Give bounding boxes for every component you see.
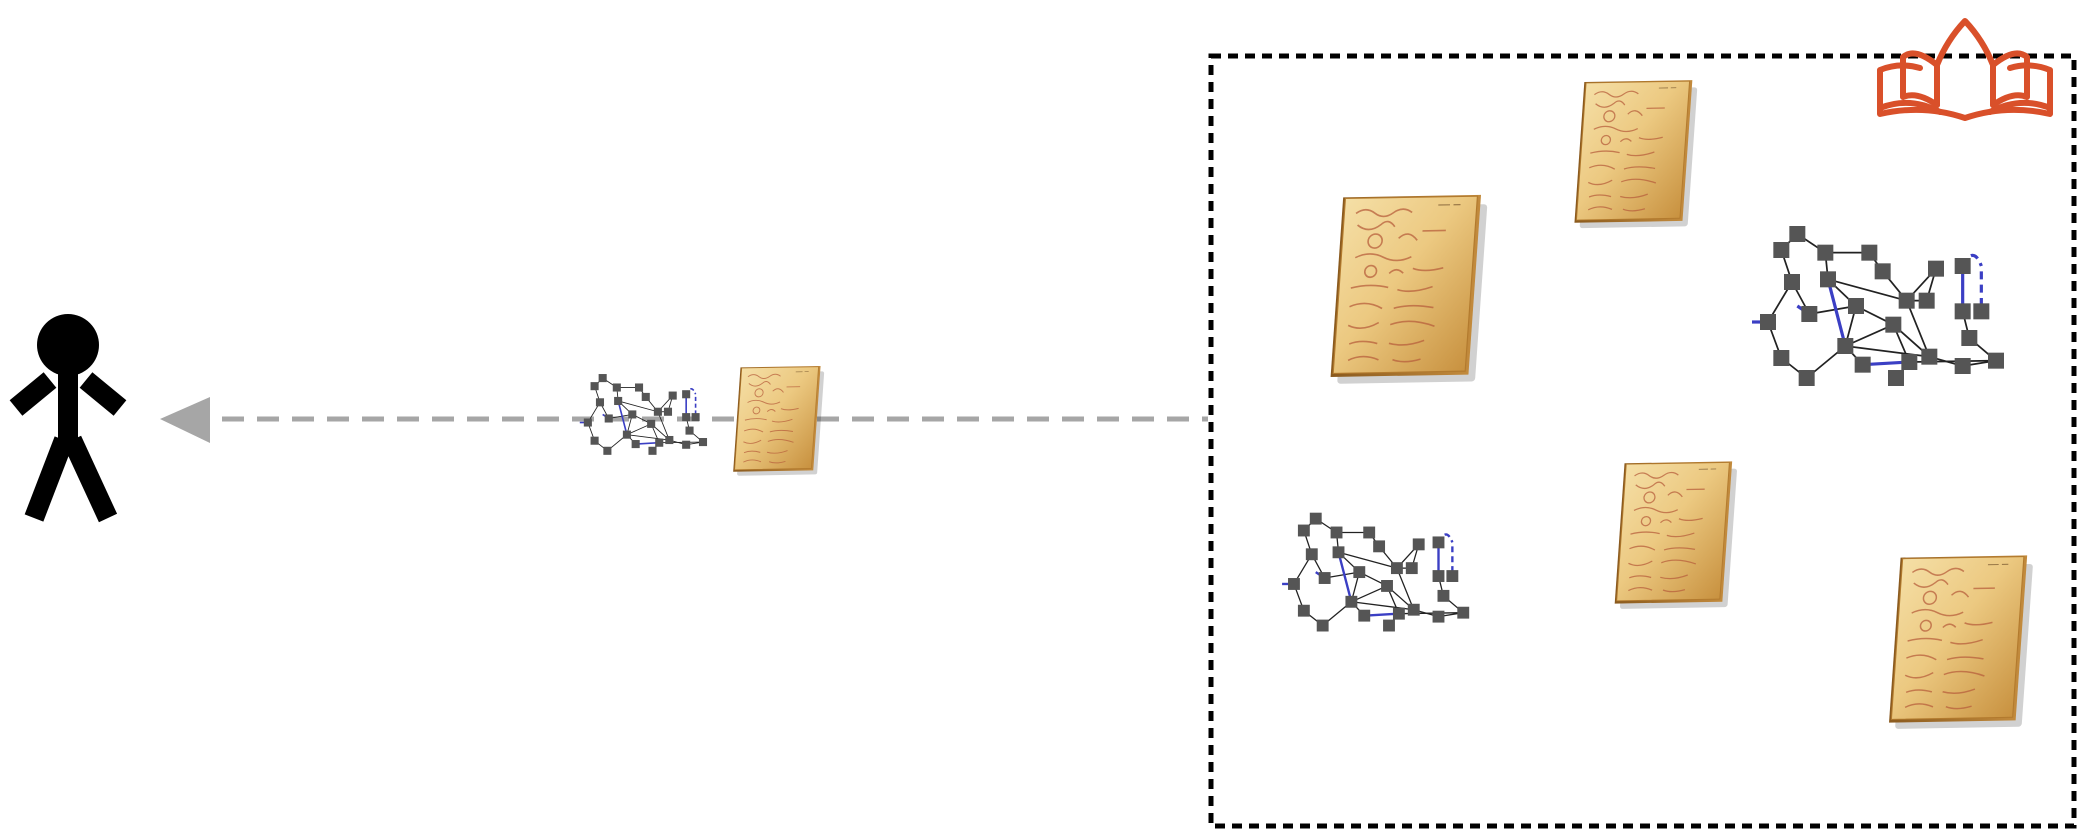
repository-document-2: [1574, 80, 1698, 228]
repository-document-1: [1330, 195, 1488, 384]
repository-graph-1: [1752, 226, 2004, 386]
retrieved-document-icon: [733, 366, 825, 476]
stick-figure-icon: [16, 314, 120, 518]
repository-document-3: [1614, 461, 1737, 609]
repository-graph-2: [1282, 513, 1469, 632]
repository-document-4: [1889, 555, 2034, 729]
retrieved-graph-icon: [580, 374, 707, 455]
open-book-logo-icon: [1880, 21, 2050, 118]
